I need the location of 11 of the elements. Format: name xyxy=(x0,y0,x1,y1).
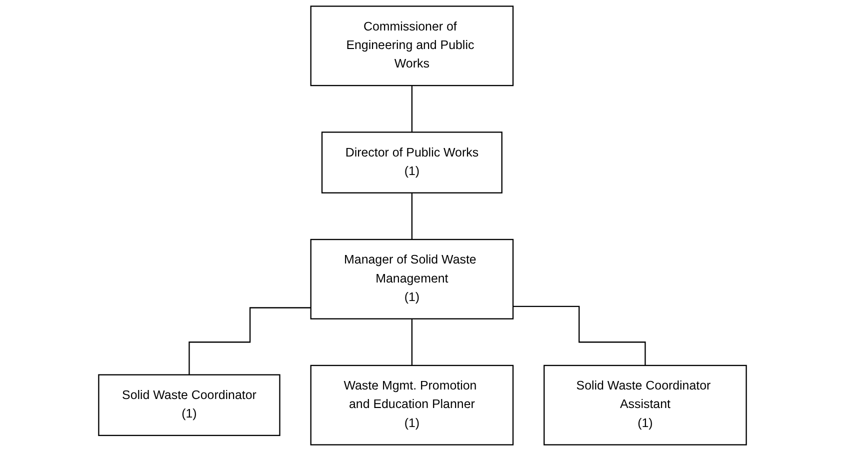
node-box: Director of Public Works (1) xyxy=(321,132,502,194)
node-box: Solid Waste Coordinator Assistant (1) xyxy=(544,364,747,446)
node-box: Waste Mgmt. Promotion and Education Planner (1) xyxy=(310,364,514,446)
node-box: Manager of Solid Waste Management (1) xyxy=(310,238,514,320)
node-box: Solid Waste Coordinator (1) xyxy=(98,374,280,436)
connector xyxy=(411,318,413,366)
node-box: Commissioner of Engineering and Public Works xyxy=(310,6,514,86)
connector xyxy=(188,307,311,376)
connector xyxy=(513,306,646,366)
connector xyxy=(411,192,413,240)
connector xyxy=(411,84,413,133)
